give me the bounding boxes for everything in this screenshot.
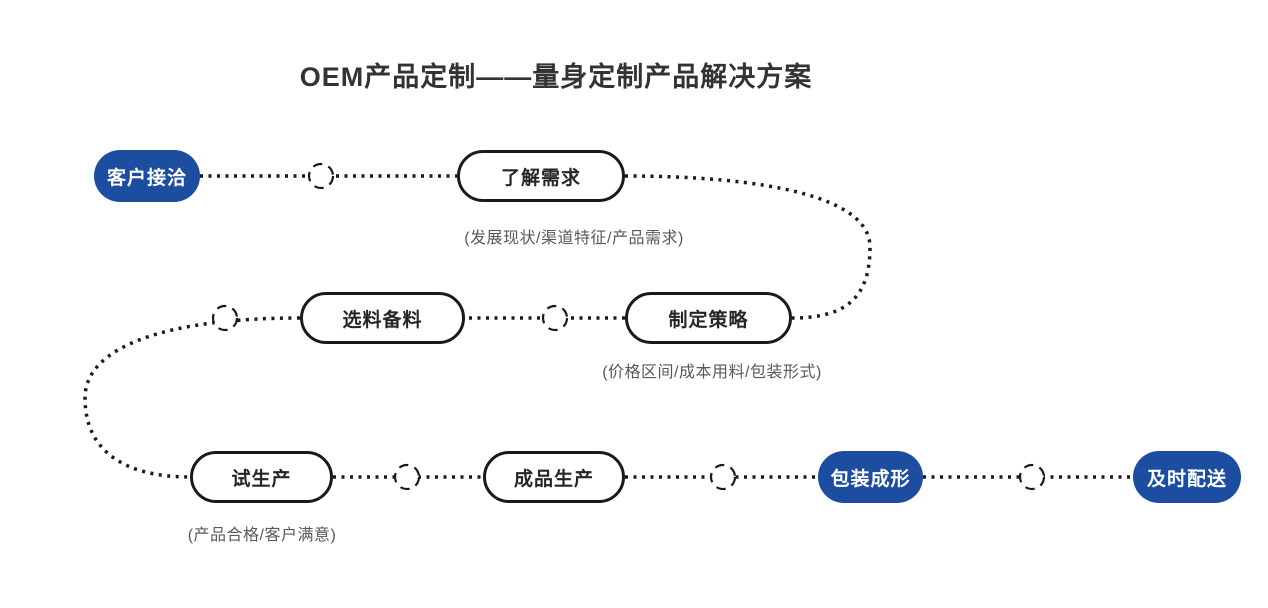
node-label: 客户接洽 (106, 167, 187, 189)
node-label: 包装成形 (830, 468, 911, 490)
page-title: OEM产品定制——量身定制产品解决方案 (299, 62, 813, 92)
connector-materials-to-trial-curve (83, 316, 301, 479)
node-label: 成品生产 (513, 468, 594, 490)
node-label: 及时配送 (1146, 468, 1227, 490)
joint-circle-3 (541, 304, 569, 332)
node-label: 试生产 (231, 468, 292, 490)
joint-circle-1 (307, 162, 335, 190)
note-understand-needs: (发展现状/渠道特征/产品需求) (464, 230, 684, 247)
node-label: 了解需求 (500, 167, 581, 189)
note-trial-production: (产品合格/客户满意) (187, 527, 337, 544)
flow-node-timely-delivery: 及时配送 (1133, 451, 1241, 503)
joint-circle-5 (709, 463, 737, 491)
joint-circle-4 (393, 463, 421, 491)
flow-node-finished-production: 成品生产 (483, 451, 625, 503)
flow-node-packaging: 包装成形 (818, 451, 923, 503)
note-make-strategy: (价格区间/成本用料/包装形式) (602, 364, 822, 381)
flow-node-make-strategy: 制定策略 (625, 292, 792, 344)
connector-needs-to-strategy-curve (624, 174, 872, 320)
joint-circle-6 (1018, 463, 1046, 491)
node-label: 选料备料 (342, 309, 423, 331)
joint-circle-2 (211, 304, 239, 332)
flow-node-trial-production: 试生产 (190, 451, 333, 503)
node-label: 制定策略 (668, 309, 749, 331)
flow-node-understand-needs: 了解需求 (457, 150, 625, 202)
flow-node-customer-contact: 客户接洽 (94, 150, 200, 202)
flow-node-select-materials: 选料备料 (300, 292, 465, 344)
